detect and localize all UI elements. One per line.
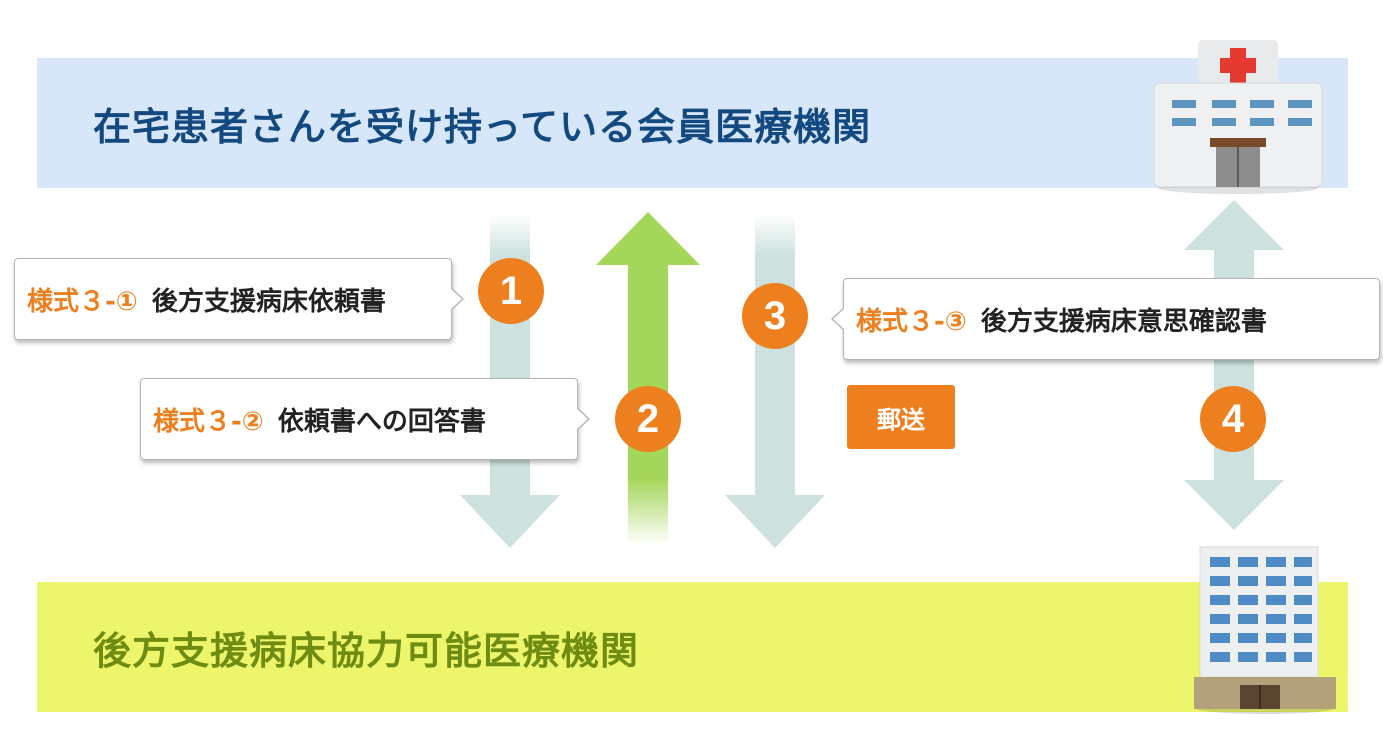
backup-institution-band: 後方支援病床協力可能医療機関 (37, 582, 1348, 712)
step4-badge: 4 (1200, 386, 1266, 452)
backup-institution-title: 後方支援病床協力可能医療機関 (93, 628, 640, 673)
step1-callout: 様式３-① 後方支援病床依頼書 (14, 258, 464, 340)
arrow-up-step2 (596, 212, 700, 545)
step2-callout: 様式３-② 依頼書への回答書 (140, 378, 590, 460)
step1-form-name: 後方支援病床依頼書 (151, 286, 386, 317)
member-institution-title: 在宅患者さんを受け持っている会員医療機関 (93, 104, 872, 149)
step1-form-code: 様式３-① (27, 286, 138, 317)
step3-badge: 3 (742, 283, 808, 349)
step3-callout: 様式３-③ 後方支援病床意思確認書 (831, 278, 1380, 360)
member-institution-band: 在宅患者さんを受け持っている会員医療機関 (37, 58, 1348, 188)
step2-form-name: 依頼書への回答書 (277, 406, 486, 437)
step3-form-name: 後方支援病床意思確認書 (980, 306, 1267, 337)
step2-badge: 2 (615, 386, 681, 452)
step3-form-code: 様式３-③ (856, 306, 967, 337)
arrow-down-step3 (725, 215, 825, 548)
hospital-icon (1153, 40, 1323, 194)
mail-tag: 郵送 (847, 385, 955, 449)
building-icon (1194, 546, 1336, 714)
step2-form-code: 様式３-② (153, 406, 264, 437)
step1-badge: 1 (478, 258, 544, 324)
arrow-double-step4 (1184, 200, 1284, 530)
